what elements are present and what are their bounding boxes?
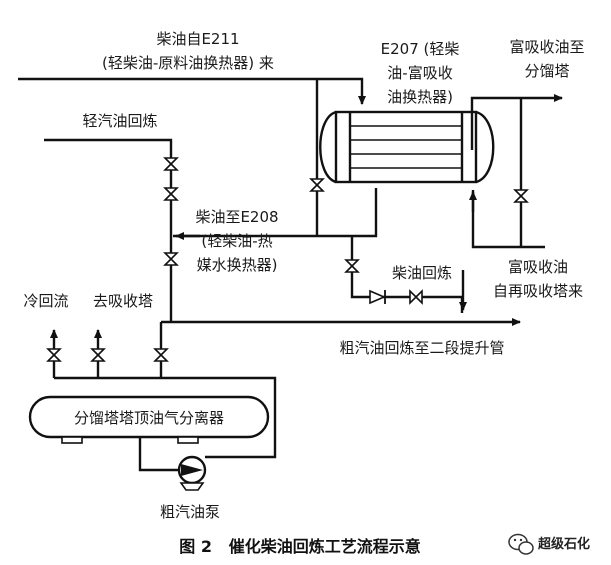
label-diesel-from-e211-line1: 柴油自E211	[156, 30, 239, 48]
label-pump: 粗汽油泵	[160, 503, 220, 521]
separator-label: 分馏塔塔顶油气分离器	[74, 409, 224, 427]
check-valve-icon	[369, 289, 387, 305]
label-e207-line2: 油-富吸收	[387, 64, 452, 82]
label-e207-line3: 油换热器)	[387, 88, 453, 106]
label-diesel-to-e208-line3: 媒水换热器)	[197, 256, 278, 274]
pipe-e207-diesel-out	[173, 188, 378, 238]
watermark-text: 超级石化	[538, 536, 590, 552]
label-e207-line1: E207 (轻柴	[381, 40, 460, 58]
label-rich-oil-from-line1: 富吸收油	[508, 258, 568, 276]
label-diesel-to-e208-line1: 柴油至E208	[195, 208, 278, 226]
separator-vessel: 分馏塔塔顶油气分离器	[28, 395, 270, 444]
pipe-rich-oil-to-fractionator	[470, 94, 563, 150]
heat-exchanger-icon	[319, 110, 495, 184]
label-rich-oil-to-tower-line1: 富吸收油至	[509, 38, 584, 56]
pipe-pump-discharge	[161, 376, 277, 459]
gate-valve-icon	[46, 157, 529, 362]
label-crude-gasoline-to-riser: 粗汽油回炼至二段提升管	[339, 339, 504, 357]
figure-caption: 图 2 催化柴油回炼工艺流程示意	[179, 537, 420, 556]
label-diesel-to-e208-line2: (轻柴油-热	[201, 232, 272, 250]
label-light-gasoline-recycle: 轻汽油回炼	[82, 112, 157, 130]
label-to-absorber: 去吸收塔	[93, 292, 153, 310]
wechat-logo-icon	[508, 533, 534, 555]
label-diesel-recycle: 柴油回炼	[392, 264, 452, 282]
centrifugal-pump-icon	[177, 455, 207, 491]
label-rich-oil-from-line2: 自再吸收塔来	[493, 282, 583, 300]
label-cold-reflux: 冷回流	[23, 292, 68, 310]
label-diesel-from-e211-line2: (轻柴油-原料油换热器) 来	[102, 54, 274, 72]
pipe-rich-oil-inlet	[471, 190, 545, 249]
pipe-diesel-from-e211	[18, 77, 366, 105]
gate-valve-icon	[409, 289, 423, 305]
label-rich-oil-to-tower-line2: 分馏塔	[524, 62, 569, 80]
pipe-separator-to-pump	[138, 437, 178, 472]
